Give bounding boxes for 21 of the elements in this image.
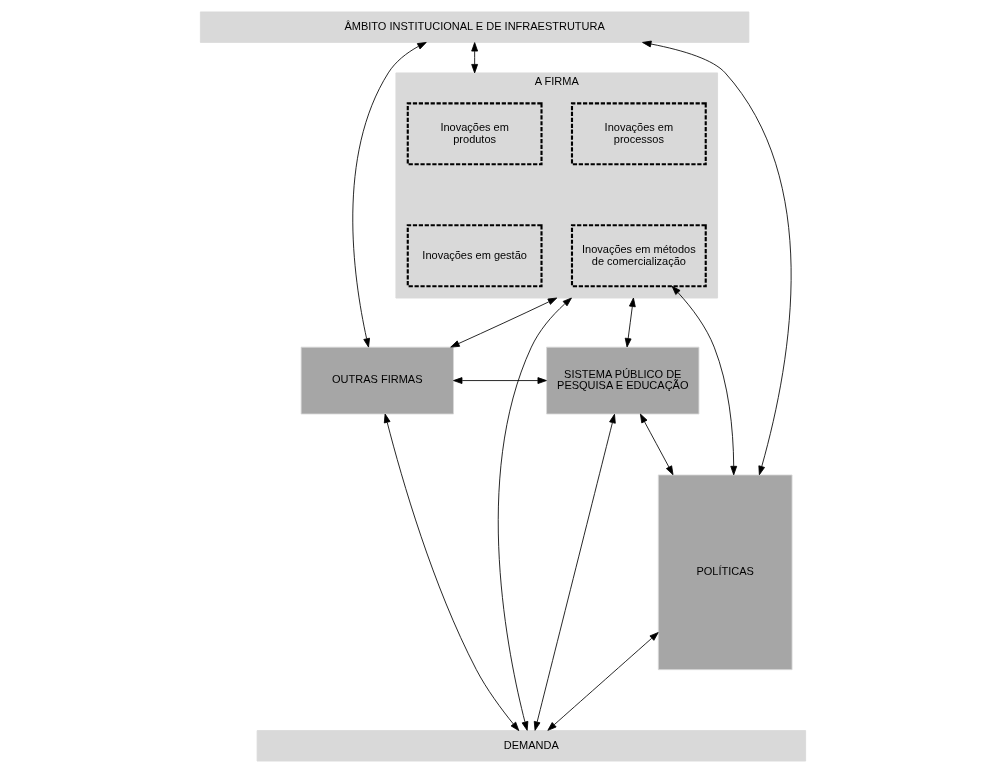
arrow: [352, 42, 427, 348]
arrow: [547, 632, 659, 731]
arrow: [642, 40, 792, 476]
node-box: SISTEMA PÚBLICO DE PESQUISA E EDUCAÇÃO: [546, 346, 700, 415]
node-box: Inovações em produtos: [406, 102, 543, 166]
arrow: [639, 413, 674, 476]
node-box: Inovações em processos: [570, 102, 707, 166]
node-box: DEMANDA: [256, 730, 807, 762]
arrow: [671, 285, 738, 476]
arrow: [533, 413, 616, 731]
node-box: Inovações em gestão: [406, 224, 543, 288]
node-box: ÂMBITO INSTITUCIONAL E DE INFRAESTRUTURA: [199, 11, 750, 43]
node-box: POLÍTICAS: [657, 474, 793, 671]
node-box: Inovações em métodos de comercialização: [570, 224, 707, 288]
arrow: [450, 297, 558, 348]
arrow: [497, 297, 572, 731]
arrow: [383, 413, 520, 731]
arrow: [471, 42, 479, 74]
arrow: [453, 377, 547, 384]
arrow: [624, 297, 636, 348]
node-box: OUTRAS FIRMAS: [300, 346, 454, 415]
